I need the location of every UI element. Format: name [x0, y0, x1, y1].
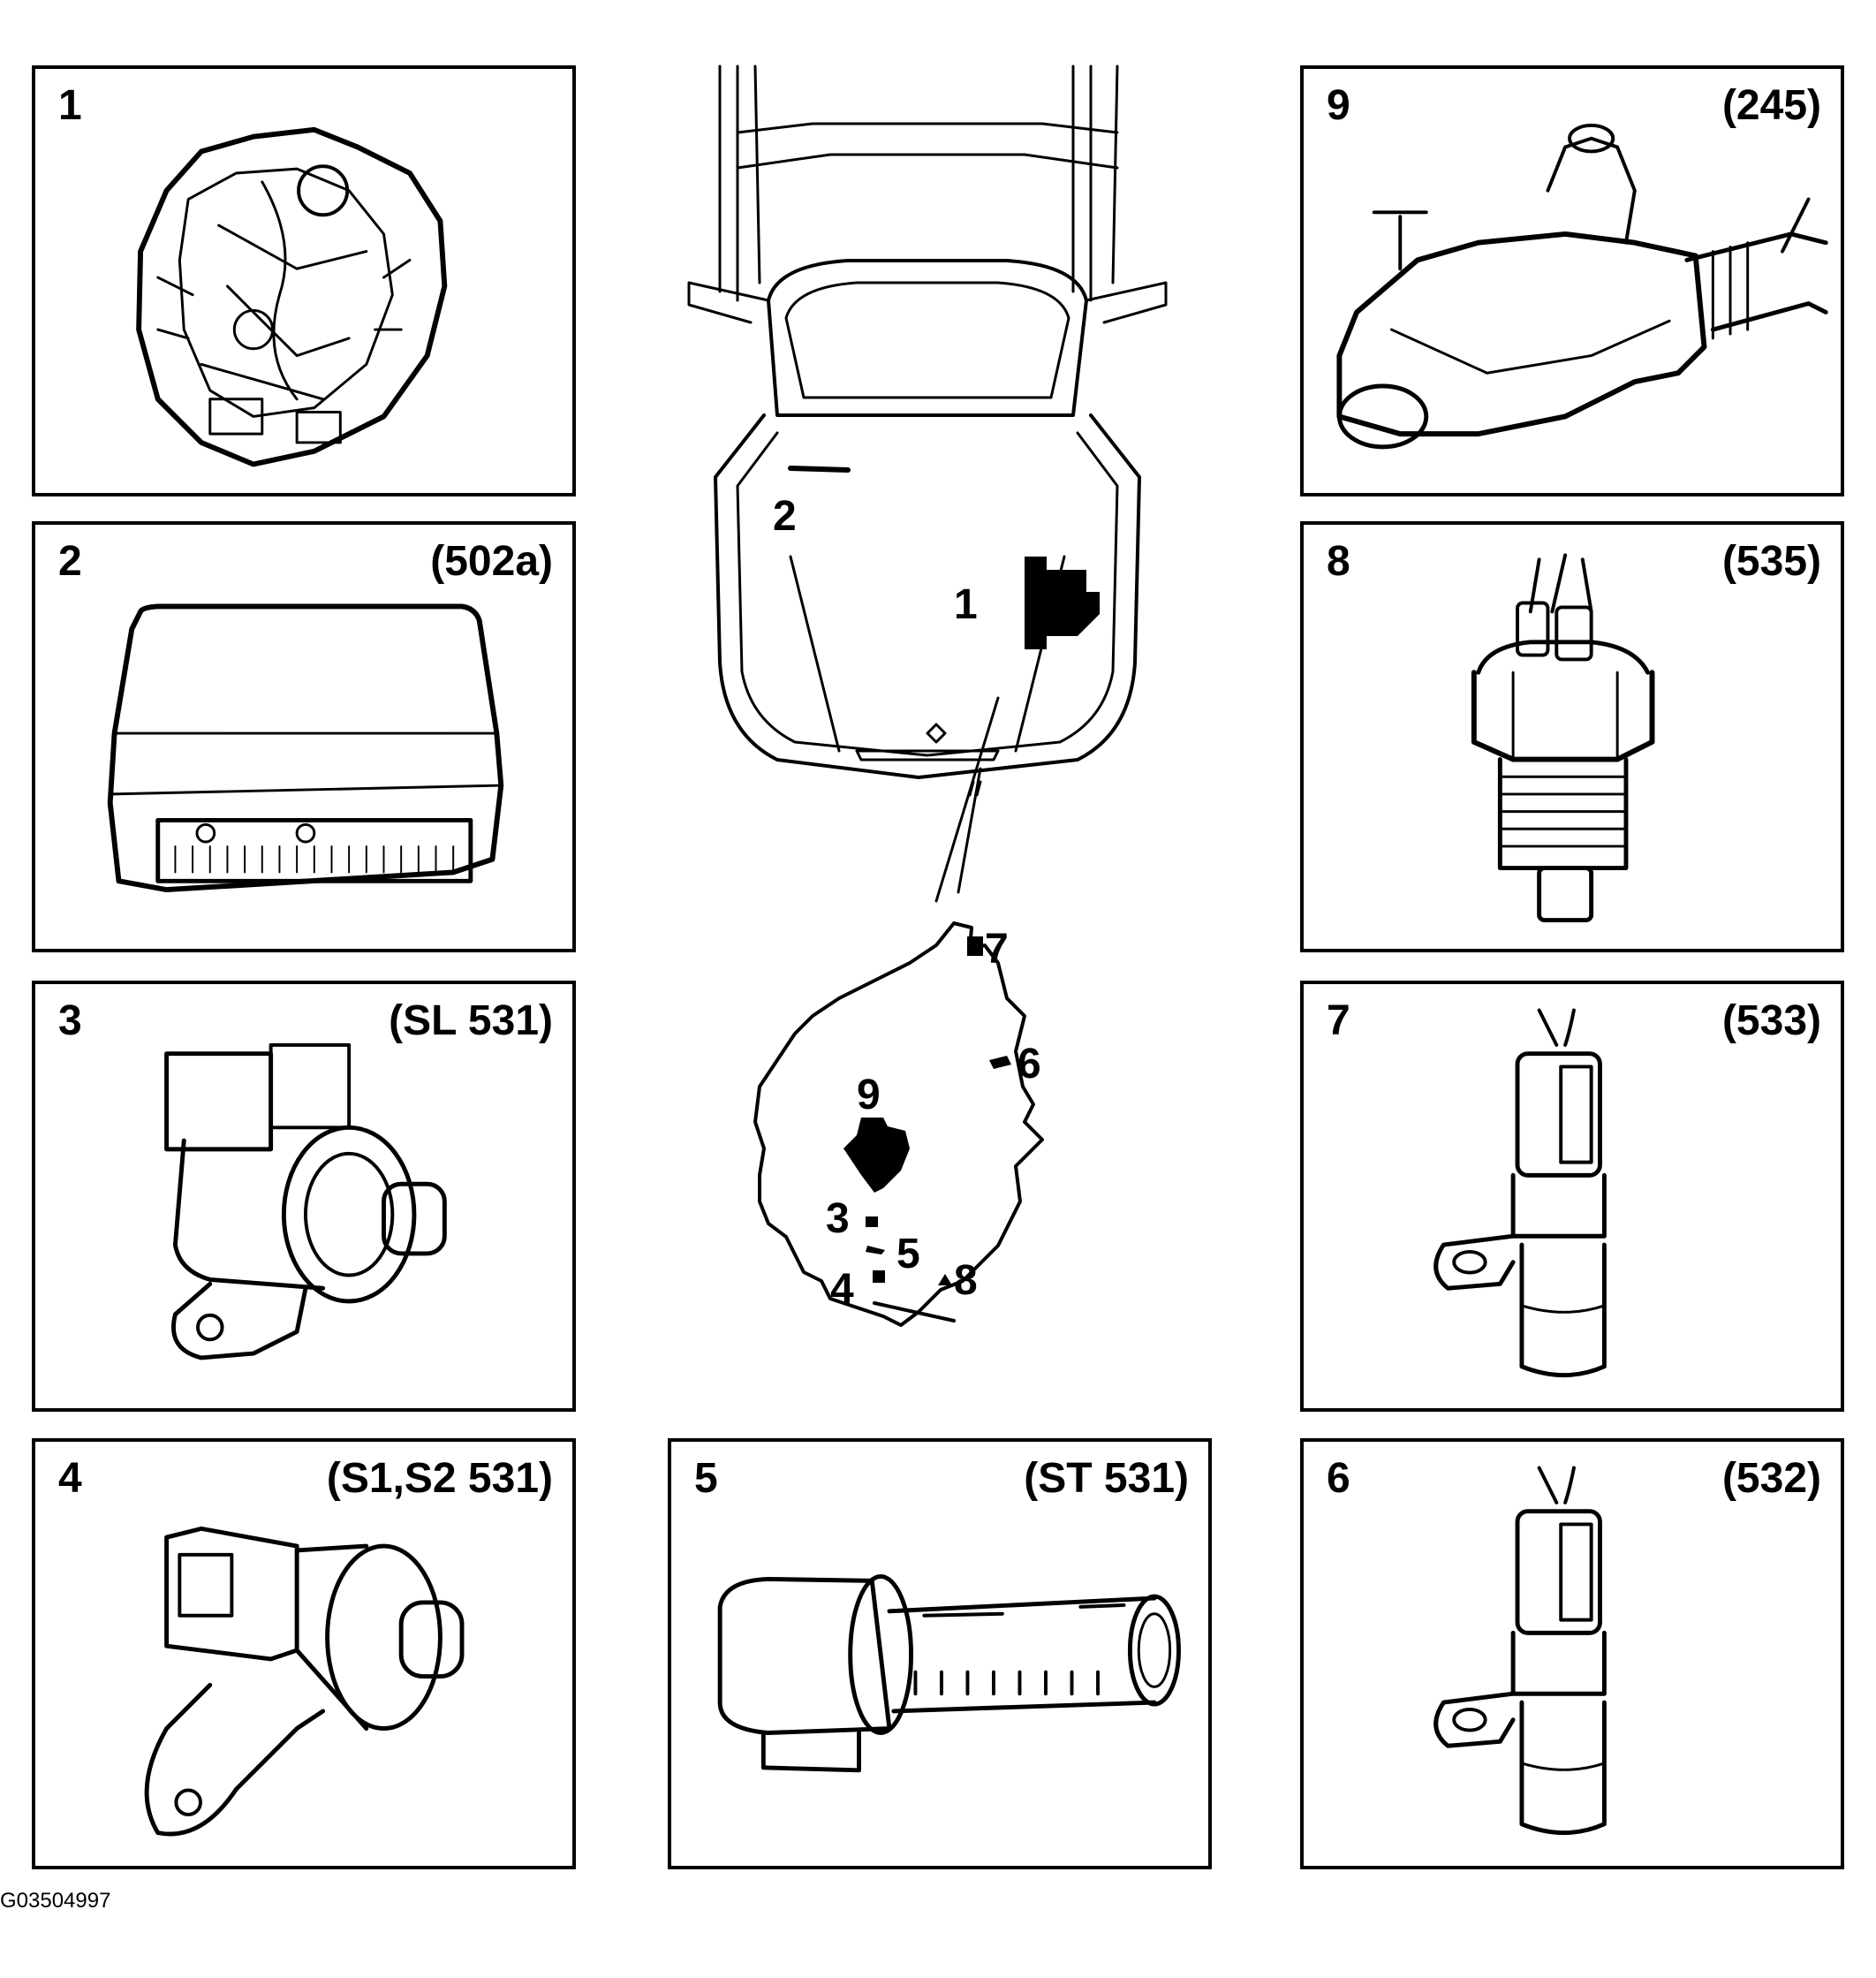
s1-s2-solenoid-illustration — [144, 1526, 465, 1837]
panel-4-s1-s2-solenoid: 4 (S1,S2 531) — [32, 1438, 576, 1869]
panel-5-st-solenoid: 5 (ST 531) — [668, 1438, 1212, 1869]
panel-number: 5 — [694, 1455, 718, 1502]
panel-7-speed-sensor: 7 (533) — [1300, 981, 1844, 1412]
panel-8-temperature-sensor: 8 (535) — [1300, 521, 1844, 952]
component-code: (532) — [1721, 1455, 1821, 1502]
speed-sensor-7-illustration — [1433, 1008, 1607, 1378]
panel-number: 2 — [58, 538, 82, 585]
transmission-illustration — [136, 126, 448, 467]
component-code: (245) — [1721, 82, 1821, 129]
transmission-locator: 7 6 9 3 5 4 8 — [753, 921, 1044, 1327]
component-code: (SL 531) — [389, 997, 553, 1044]
panel-6-speed-sensor: 6 (532) — [1300, 1438, 1844, 1869]
component-code: (S1,S2 531) — [326, 1455, 553, 1502]
control-module-illustration — [107, 603, 504, 893]
panel-number: 8 — [1327, 538, 1350, 585]
figure-id: G03504997 — [0, 1889, 111, 1913]
callout-4: 4 — [830, 1266, 854, 1313]
component-code: (ST 531) — [1024, 1455, 1189, 1502]
callout-6: 6 — [1017, 1041, 1041, 1088]
callout-2: 2 — [773, 493, 797, 540]
callout-1: 1 — [954, 581, 978, 628]
valve-body-illustration — [1336, 123, 1828, 450]
component-code: (535) — [1721, 538, 1821, 585]
sl-solenoid-illustration — [164, 1042, 447, 1360]
panel-number: 3 — [58, 997, 82, 1044]
panel-number: 1 — [58, 82, 82, 129]
callout-7: 7 — [985, 926, 1009, 973]
panel-number: 6 — [1327, 1455, 1350, 1502]
panel-number: 7 — [1327, 997, 1350, 1044]
panel-number: 4 — [58, 1455, 82, 1502]
callout-5: 5 — [896, 1231, 920, 1277]
temperature-sensor-illustration — [1471, 553, 1655, 922]
speed-sensor-6-illustration — [1433, 1466, 1607, 1836]
panel-number: 9 — [1327, 82, 1350, 129]
panel-2-control-module: 2 (502a) — [32, 521, 576, 952]
panel-3-sl-solenoid: 3 (SL 531) — [32, 981, 576, 1412]
callout-8: 8 — [954, 1257, 978, 1304]
component-code: (502a) — [430, 538, 553, 585]
callout-3: 3 — [826, 1195, 850, 1242]
component-code: (533) — [1721, 997, 1821, 1044]
panel-9-valve-body: 9 (245) — [1300, 65, 1844, 496]
car-overview: 2 1 — [687, 64, 1168, 903]
panel-1-transmission: 1 — [32, 65, 576, 496]
st-solenoid-illustration — [717, 1574, 1181, 1773]
callout-9: 9 — [857, 1072, 881, 1118]
